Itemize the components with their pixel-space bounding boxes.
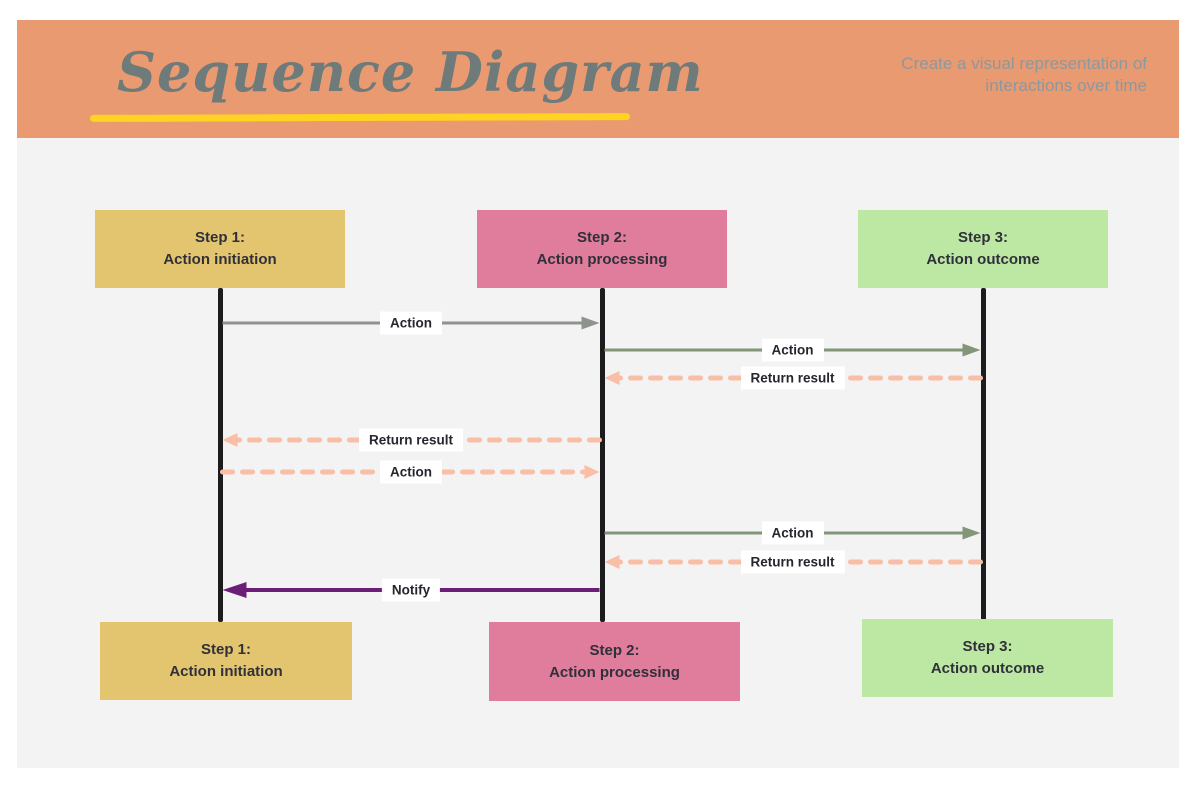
actor-box-step3-top: Step 3: Action outcome: [858, 210, 1108, 288]
message-label-action-4: Action: [380, 460, 442, 484]
message-label-action-1: Action: [761, 338, 824, 362]
actor-action-label: Action outcome: [926, 251, 1040, 268]
actor-step-label: Step 3:: [962, 638, 1013, 655]
actor-step-label: Step 1:: [194, 229, 245, 246]
actor-box-step1-bottom: Step 1: Action initiation: [100, 622, 352, 700]
message-label-action-0: Action: [380, 311, 442, 335]
page-subtitle: Create a visual representation of intera…: [901, 53, 1147, 97]
message-label-action-5: Action: [761, 521, 824, 545]
actor-action-label: Action processing: [536, 251, 668, 268]
page-title: Sequence Diagram: [117, 40, 704, 104]
message-label-return-result-3: Return result: [358, 428, 464, 452]
message-label-return-result-6: Return result: [740, 550, 845, 574]
actor-action-label: Action processing: [549, 663, 680, 681]
actor-action-label: Action outcome: [930, 660, 1045, 677]
actor-action-label: Action initiation: [163, 251, 277, 268]
message-label-return-result-2: Return result: [740, 366, 845, 390]
lifeline-step1: [217, 288, 223, 622]
actor-box-step2-top: Step 2: Action processing: [477, 210, 727, 288]
lifeline-step3: [980, 288, 986, 622]
lifeline-step2: [599, 288, 605, 622]
header-banner: Sequence Diagram Create a visual represe…: [17, 20, 1179, 138]
actor-box-step1-top: Step 1: Action initiation: [95, 210, 345, 288]
actor-step-label: Step 2:: [576, 229, 627, 246]
title-underline-decoration: [89, 113, 631, 122]
actor-box-step3-bottom: Step 3: Action outcome: [862, 619, 1113, 697]
actor-step-label: Step 2:: [589, 641, 640, 659]
message-label-notify-7: Notify: [381, 578, 441, 602]
actor-box-step2-bottom: Step 2: Action processing: [489, 622, 740, 701]
subtitle-line-1: Create a visual representation of: [901, 54, 1147, 73]
subtitle-line-2: interactions over time: [985, 76, 1147, 95]
actor-step-label: Step 3:: [957, 229, 1008, 246]
actor-step-label: Step 1:: [200, 641, 251, 658]
actor-action-label: Action initiation: [169, 663, 283, 680]
